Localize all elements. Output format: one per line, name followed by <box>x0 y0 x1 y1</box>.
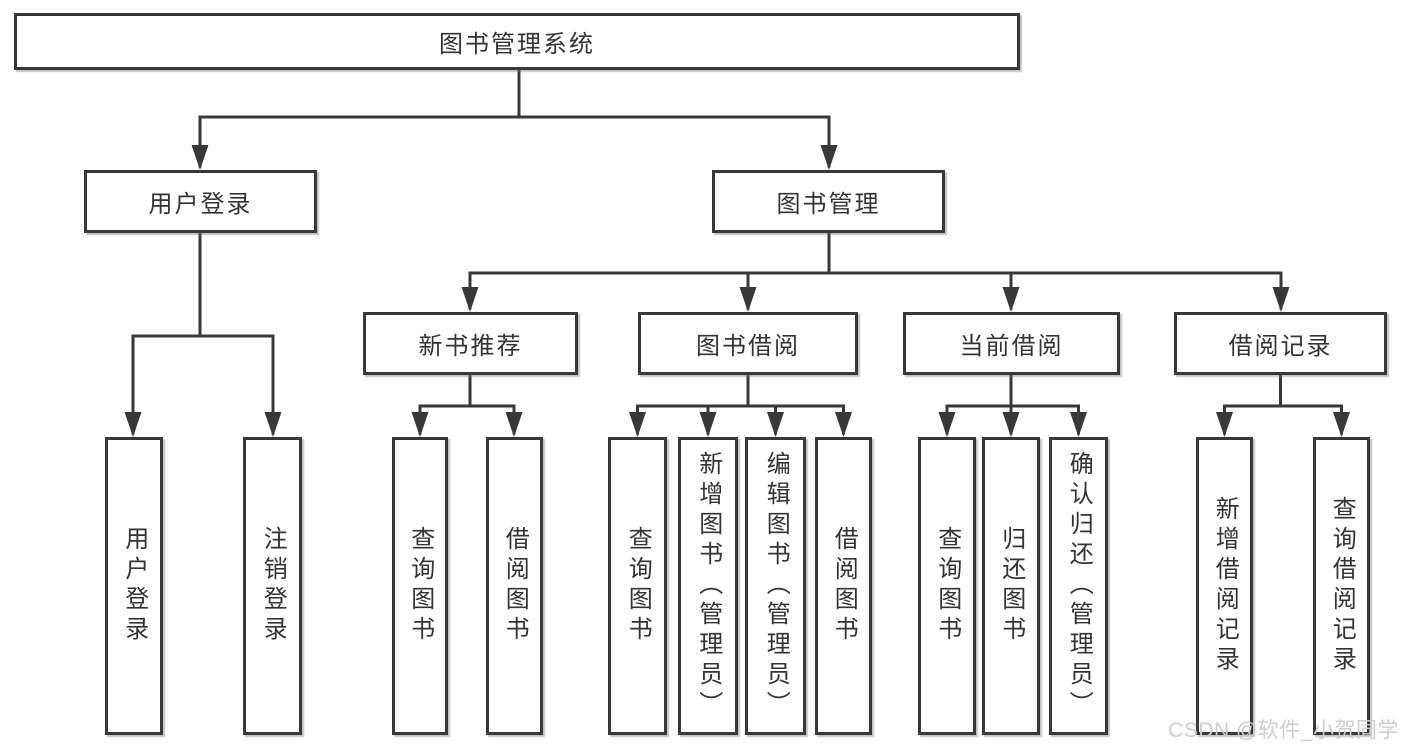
leaf-label: 查询借阅记录 <box>1328 496 1356 676</box>
arrowhead-icon <box>411 412 429 437</box>
leaf-edit-books-admin: 编辑图书（管理员） <box>745 437 806 735</box>
arrowhead-icon <box>938 412 956 437</box>
leaf-add-books-admin: 新增图书（管理员） <box>678 437 738 735</box>
arrowhead-icon <box>461 287 479 312</box>
leaf-confirm-return-admin: 确认归还（管理员） <box>1049 437 1108 735</box>
leaf-label: 新增图书（管理员） <box>694 451 722 721</box>
leaf-query-books: 查询图书 <box>608 437 667 735</box>
node-label: 用户登录 <box>148 191 253 218</box>
leaf-query-books: 查询图书 <box>392 437 448 735</box>
node-label: 借阅记录 <box>1228 333 1333 360</box>
leaf-query-books: 查询图书 <box>918 437 976 735</box>
leaf-query-borrow-record: 查询借阅记录 <box>1313 437 1370 735</box>
leaf-label: 查询图书 <box>406 526 434 646</box>
leaf-borrow-books: 借阅图书 <box>486 437 543 735</box>
leaf-label: 注销登录 <box>259 526 287 646</box>
tree-edges <box>131 66 1343 435</box>
node-label: 新书推荐 <box>418 333 523 360</box>
arrowheads <box>124 145 1350 437</box>
node-current-borrowing: 当前借阅 <box>903 312 1120 375</box>
node-borrow-records: 借阅记录 <box>1174 312 1387 375</box>
arrowhead-icon <box>739 287 757 312</box>
leaf-label: 编辑图书（管理员） <box>762 451 790 721</box>
leaf-label: 查询图书 <box>624 526 652 646</box>
arrowhead-icon <box>1070 412 1087 437</box>
csdn-watermark: CSDN @软件_小贺同学 <box>1168 719 1399 742</box>
leaf-logout: 注销登录 <box>243 437 302 735</box>
arrowhead-icon <box>1333 412 1350 437</box>
node-label: 图书借阅 <box>696 333 800 360</box>
node-root-library-system: 图书管理系统 <box>14 13 1020 70</box>
node-label: 图书管理系统 <box>439 31 595 58</box>
leaf-label: 新增借阅记录 <box>1211 496 1239 676</box>
arrowhead-icon <box>699 412 717 437</box>
leaf-label: 借阅图书 <box>501 526 529 646</box>
arrowhead-icon <box>505 412 523 437</box>
arrowhead-icon <box>767 412 784 437</box>
node-book-management: 图书管理 <box>712 170 945 233</box>
arrowhead-icon <box>835 412 852 437</box>
node-book-borrowing: 图书借阅 <box>638 312 858 375</box>
arrowhead-icon <box>191 145 209 170</box>
leaf-label: 用户登录 <box>120 526 148 646</box>
leaf-label: 归还图书 <box>997 526 1025 646</box>
leaf-label: 查询图书 <box>933 526 961 646</box>
arrowhead-icon <box>124 412 142 437</box>
arrowhead-icon <box>1002 287 1020 312</box>
node-label: 图书管理 <box>776 191 881 218</box>
node-new-book-recommend: 新书推荐 <box>363 312 578 375</box>
arrowhead-icon <box>629 412 646 437</box>
leaf-user-login: 用户登录 <box>105 437 163 735</box>
node-label: 当前借阅 <box>959 333 1064 360</box>
arrowhead-icon <box>1216 412 1233 437</box>
leaf-label: 借阅图书 <box>830 526 858 646</box>
node-user-login: 用户登录 <box>84 170 317 233</box>
arrowhead-icon <box>264 412 282 437</box>
arrowhead-icon <box>1272 287 1290 312</box>
leaf-label: 确认归还（管理员） <box>1065 451 1093 721</box>
arrowhead-icon <box>1002 412 1020 437</box>
leaf-borrow-books: 借阅图书 <box>815 437 872 735</box>
arrowhead-icon <box>820 145 838 170</box>
leaf-return-books: 归还图书 <box>982 437 1040 735</box>
leaf-add-borrow-record: 新增借阅记录 <box>1196 437 1253 735</box>
